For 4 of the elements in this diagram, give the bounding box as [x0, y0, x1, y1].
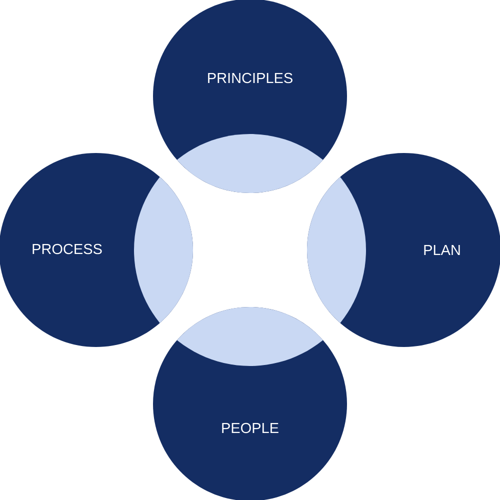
node-label: PROCESS: [32, 244, 102, 254]
node-label: PEOPLE: [222, 422, 278, 434]
node-label: PRINCIPLES: [208, 72, 292, 84]
node-label: PLAN: [424, 245, 460, 255]
